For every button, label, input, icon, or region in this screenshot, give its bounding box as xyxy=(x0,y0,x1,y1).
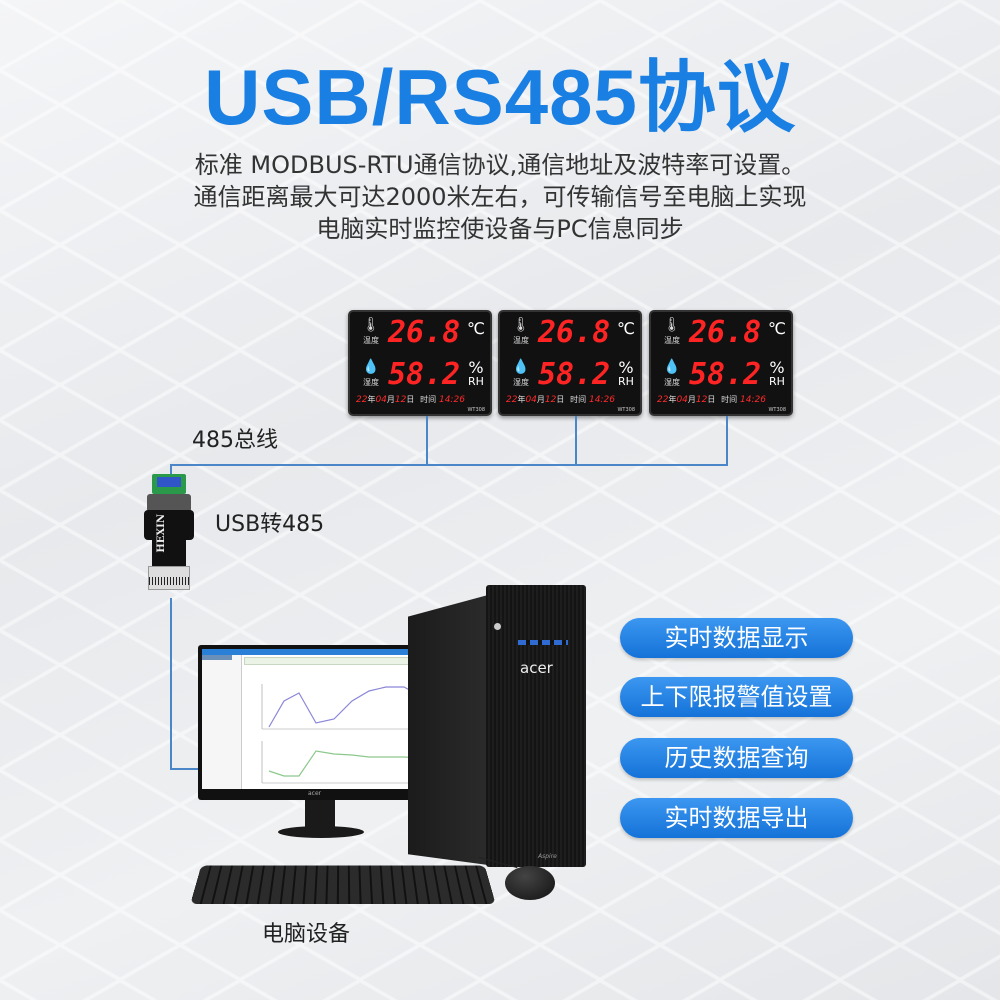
tower-brand: acer xyxy=(520,659,553,677)
humidity-drop-icon: 💧 xyxy=(512,359,530,375)
thermometer-icon: 🌡 xyxy=(512,317,530,333)
temp-label: 温度 xyxy=(363,336,379,345)
bus-wire xyxy=(426,416,428,466)
bus-wire xyxy=(726,416,728,466)
monitor-brand: acer xyxy=(308,790,322,797)
feature-history-query: 历史数据查询 xyxy=(620,738,853,778)
hum-label: 湿度 xyxy=(363,378,379,387)
monitor-stand xyxy=(305,800,335,830)
usb-wire xyxy=(170,598,172,770)
feature-data-export: 实时数据导出 xyxy=(620,798,853,838)
bus-wire xyxy=(170,464,728,466)
subtitle-line: 标准 MODBUS-RTU通信协议,通信地址及波特率可设置。 xyxy=(194,151,806,179)
humidity-unit: % xyxy=(468,358,484,377)
humidity-drop-icon: 💧 xyxy=(362,359,380,375)
usb-wire xyxy=(170,768,202,770)
usb-485-converter: HEXIN xyxy=(142,474,198,600)
thermometer-icon: 🌡 xyxy=(663,317,681,333)
temperature-unit: ℃ xyxy=(768,319,786,338)
temperature-value: 26.8 xyxy=(538,315,611,350)
humidity-unit-rh: RH xyxy=(468,375,484,388)
bus-wire xyxy=(575,416,577,466)
tower-model: Aspire xyxy=(538,853,557,860)
page-title: USB/RS485协议 xyxy=(204,53,796,141)
hum-label: 湿度 xyxy=(664,378,680,387)
pc-tower: acer Aspire xyxy=(408,585,586,867)
temp-label: 温度 xyxy=(513,336,529,345)
monitor: acer xyxy=(198,645,446,800)
temperature-value: 26.8 xyxy=(388,315,461,350)
date-time-readout: 22年04月12日 时间 14:26 xyxy=(657,395,766,405)
humidity-value: 58.2 xyxy=(388,357,461,392)
temp-label: 温度 xyxy=(664,336,680,345)
humidity-value: 58.2 xyxy=(689,357,762,392)
computer-label: 电脑设备 xyxy=(262,922,351,947)
humidity-value: 58.2 xyxy=(538,357,611,392)
thermometer-icon: 🌡 xyxy=(362,317,380,333)
keyboard xyxy=(190,865,496,904)
model-label: WT308 xyxy=(467,407,485,413)
model-label: WT308 xyxy=(617,407,635,413)
humidity-unit: % xyxy=(618,358,634,377)
temperature-value: 26.8 xyxy=(689,315,762,350)
hum-label: 湿度 xyxy=(513,378,529,387)
temperature-unit: ℃ xyxy=(617,319,635,338)
humidity-unit: % xyxy=(769,358,785,377)
mouse xyxy=(505,866,555,900)
feature-realtime-display: 实时数据显示 xyxy=(620,618,853,658)
monitor-base xyxy=(278,826,364,838)
monitor-screen xyxy=(202,649,442,789)
subtitle-line: 通信距离最大可达2000米左右，可传输信号至电脑上实现 xyxy=(193,183,807,211)
bus-label: 485总线 xyxy=(192,428,278,453)
date-time-readout: 22年04月12日 时间 14:26 xyxy=(356,395,465,405)
monitor-chart xyxy=(261,684,434,784)
date-time-readout: 22年04月12日 时间 14:26 xyxy=(506,395,615,405)
converter-label: USB转485 xyxy=(215,512,325,537)
feature-alarm-limits: 上下限报警值设置 xyxy=(620,677,853,717)
humidity-drop-icon: 💧 xyxy=(663,359,681,375)
humidity-unit-rh: RH xyxy=(618,375,634,388)
temperature-unit: ℃ xyxy=(467,319,485,338)
power-icon xyxy=(494,623,501,630)
model-label: WT308 xyxy=(768,407,786,413)
humidity-unit-rh: RH xyxy=(769,375,785,388)
subtitle-line: 电脑实时监控使设备与PC信息同步 xyxy=(316,215,684,243)
bus-wire xyxy=(170,464,172,476)
converter-brand: HEXIN xyxy=(156,514,167,553)
